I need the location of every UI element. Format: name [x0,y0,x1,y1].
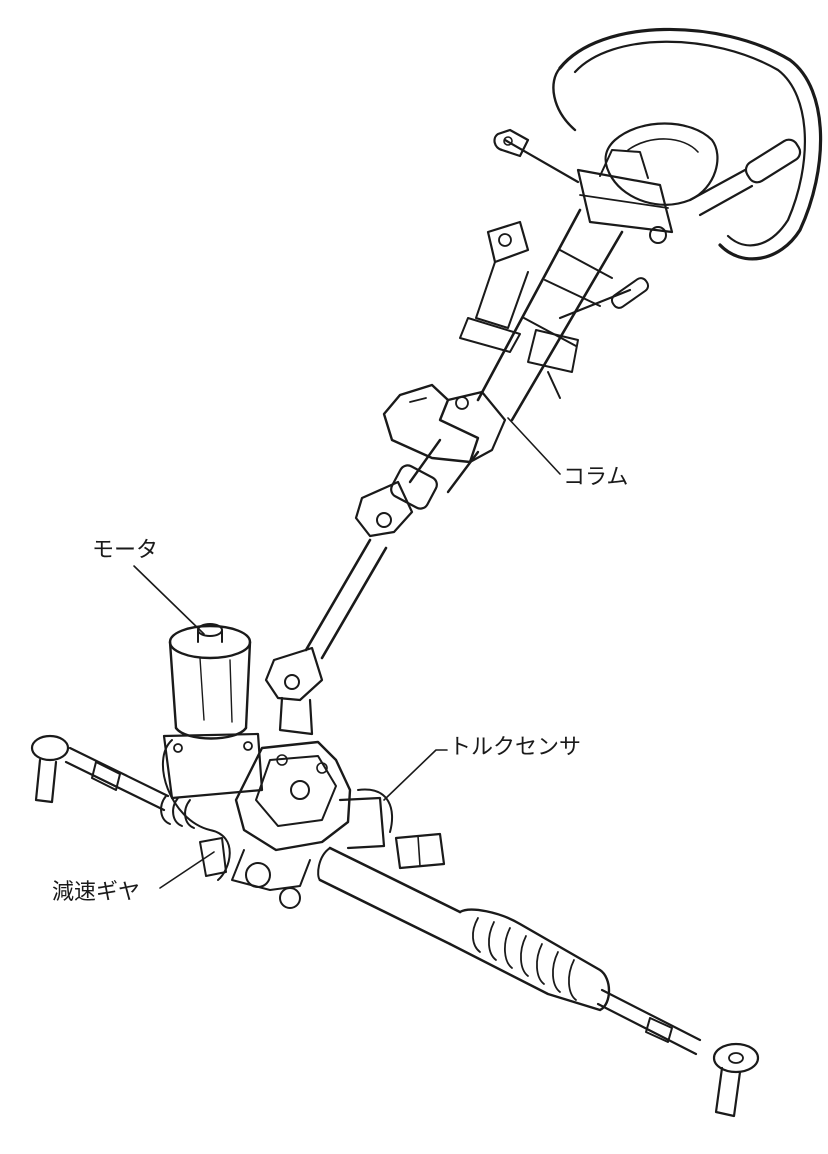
steering-rack [30,734,760,1118]
leader-torque-sensor [383,749,448,801]
upper-column-assembly [459,128,674,422]
leader-reduction-gear [159,851,215,889]
label-reduction-gear: 減速ギヤ [52,880,141,905]
steering-wheel [552,27,823,261]
column-mount-bracket [382,383,507,494]
leader-motor [133,565,205,635]
electric-motor [162,623,264,800]
intermediate-shaft [264,464,438,736]
label-column: コラム [563,465,629,490]
leader-column [507,417,561,475]
leader-lines [133,417,561,889]
label-torque-sensor: トルクセンサ [449,735,582,760]
label-motor: モータ [92,538,159,563]
gear-housing [162,739,446,909]
